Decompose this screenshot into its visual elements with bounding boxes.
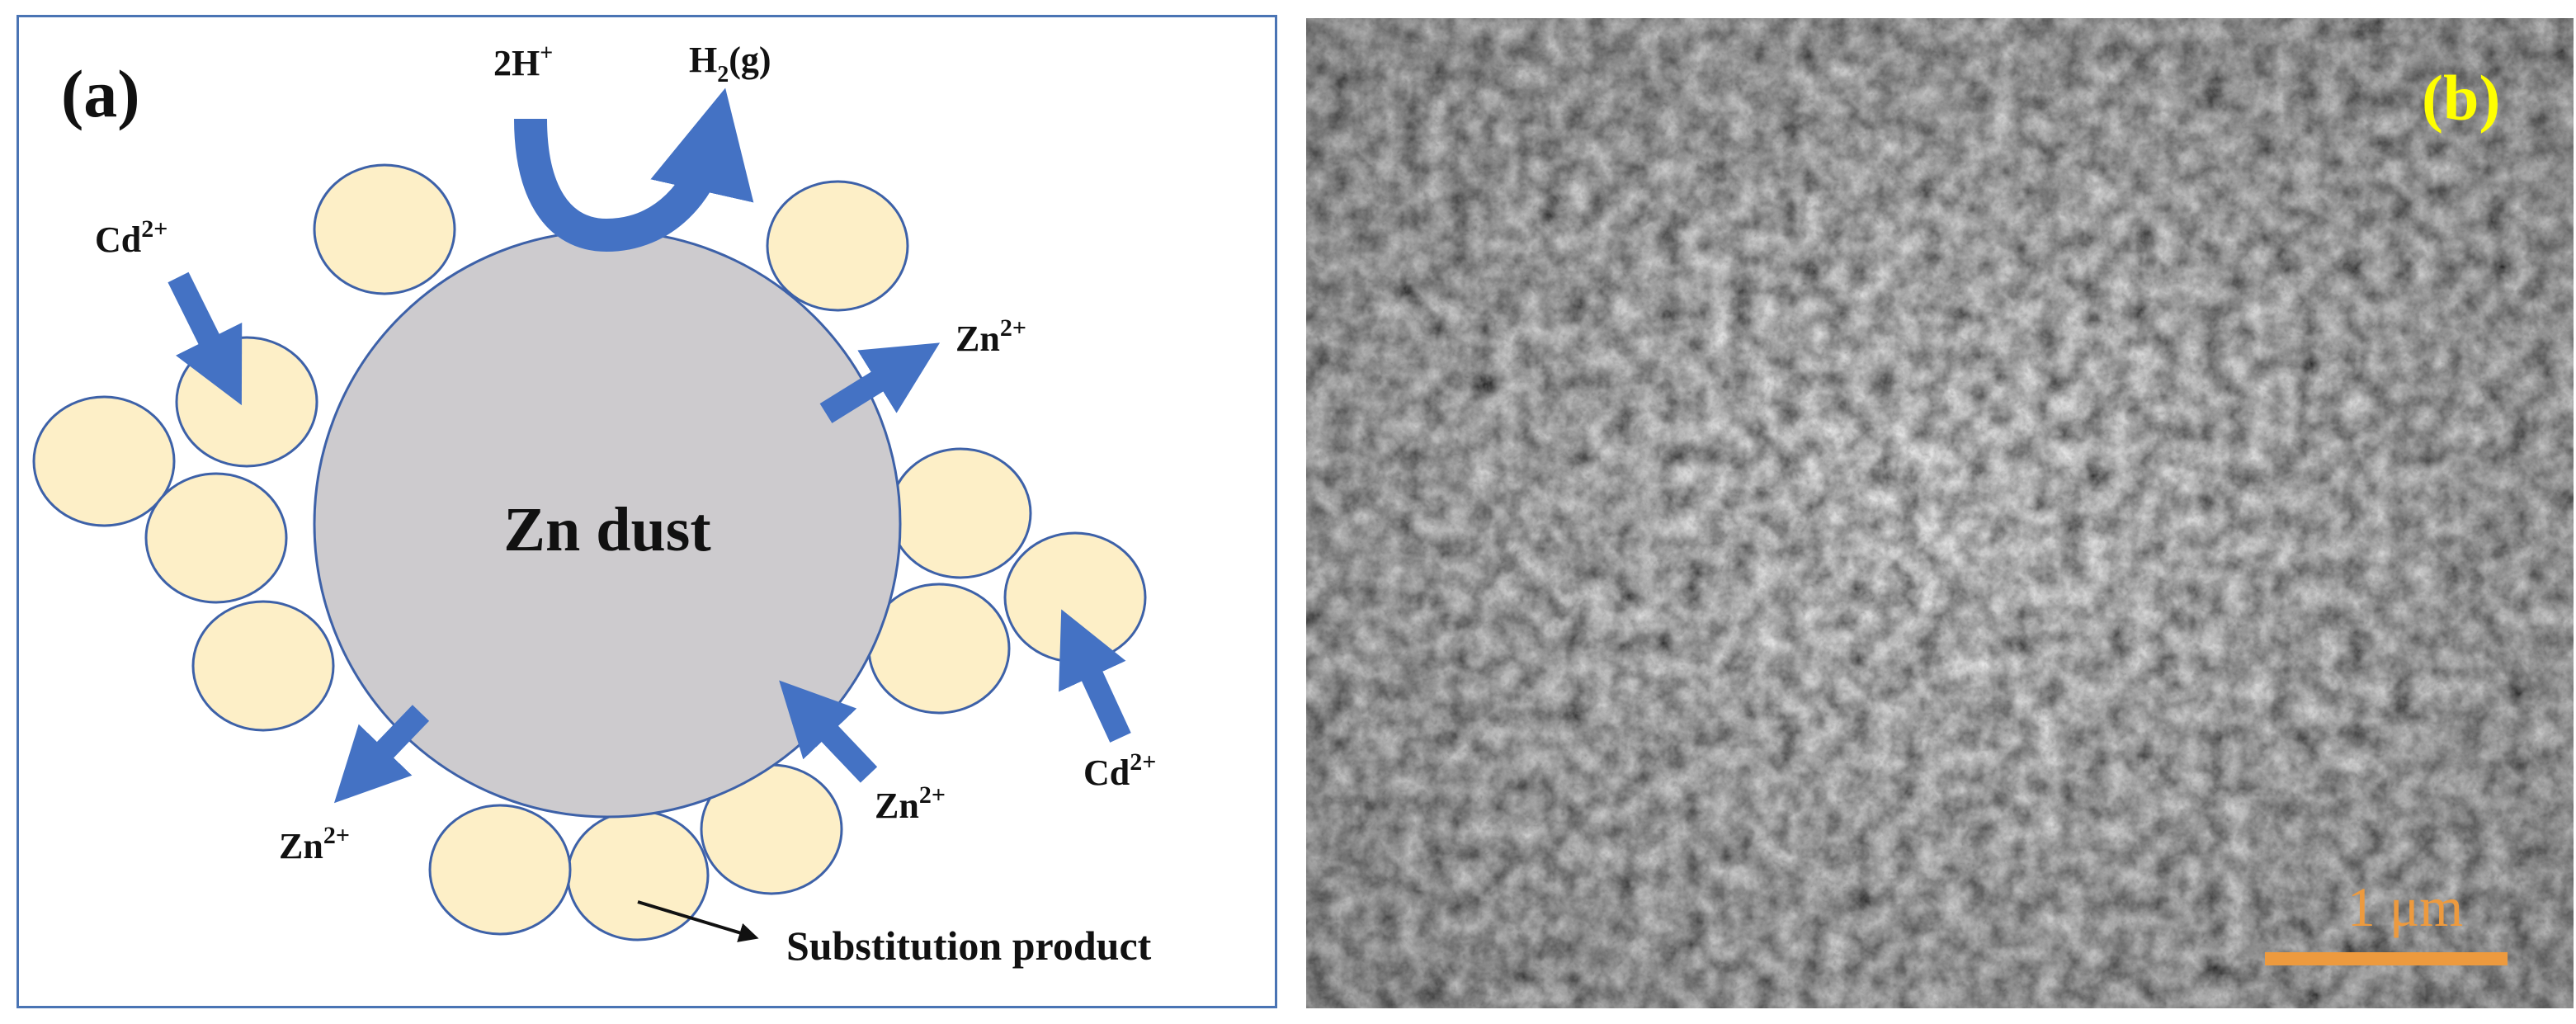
product-particle — [191, 600, 335, 732]
panel-b-label: (b) — [2422, 62, 2501, 134]
panel-a-label: (a) — [61, 56, 140, 131]
product-particle — [313, 163, 456, 295]
schematic-diagram: Zn dust (a) 2H+ H2(g) Cd2+ Zn2+ Cd2 — [32, 40, 1156, 969]
product-particle — [1003, 531, 1147, 663]
product-particle — [175, 336, 318, 468]
zn-outward-arrow-right-upper — [819, 342, 941, 423]
ion-arrows — [167, 271, 1131, 804]
scale-bar-label: 1 μm — [2347, 875, 2464, 938]
sem-micrograph-image — [1306, 18, 2574, 1008]
cd-inward-arrow-right — [1059, 609, 1131, 743]
cd-inward-arrow-left — [167, 271, 243, 406]
zn-ion-label-bottom-left: Zn2+ — [279, 822, 350, 866]
product-particle — [428, 804, 572, 936]
zn-outward-arrow-bottom-left — [333, 705, 430, 804]
schematic-panel: Zn dust (a) 2H+ H2(g) Cd2+ Zn2+ Cd2 — [17, 15, 1277, 1008]
product-particle — [32, 395, 176, 527]
substitution-product-label: Substitution product — [786, 923, 1152, 969]
zn-ion-label-right-upper: Zn2+ — [955, 314, 1026, 359]
product-particle — [766, 180, 909, 312]
product-particle — [144, 472, 288, 604]
scale-bar — [2265, 952, 2508, 965]
proton-label: 2H+ — [493, 40, 553, 83]
cd-ion-label-top-left: Cd2+ — [95, 215, 167, 260]
product-particle — [566, 809, 710, 941]
hydrogen-gas-label: H2(g) — [689, 40, 771, 87]
cd-ion-label-right: Cd2+ — [1083, 748, 1156, 793]
zn-inward-arrow-right-lower — [779, 680, 878, 783]
zn-dust-label: Zn dust — [503, 495, 710, 564]
zn-ion-label-right-lower: Zn2+ — [875, 781, 946, 826]
substitution-pointer-arrow — [637, 900, 759, 942]
sem-image-panel: (b) 1 μm — [1306, 18, 2574, 1008]
product-particle — [889, 447, 1032, 579]
hydrogen-evolution-arrow — [514, 87, 754, 252]
substitution-product-particles — [32, 163, 1147, 941]
